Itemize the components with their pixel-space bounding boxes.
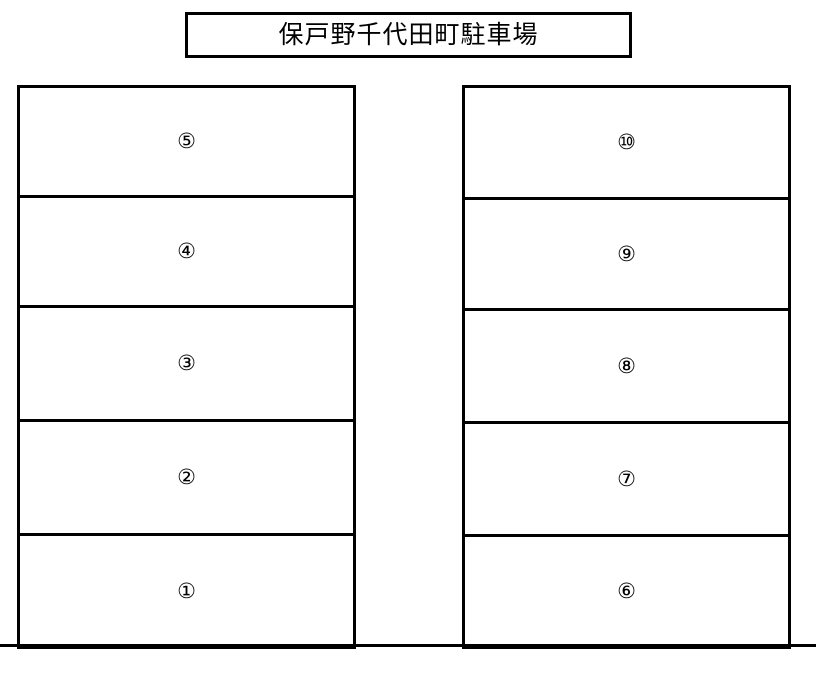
stall-label: ⑥ [617, 580, 636, 603]
parking-stall-9[interactable]: ⑨ [465, 200, 788, 311]
parking-stall-8[interactable]: ⑧ [465, 311, 788, 424]
parking-stall-10[interactable]: ⑩ [465, 88, 788, 200]
parking-stall-3[interactable]: ③ [20, 308, 353, 422]
parking-stall-4[interactable]: ④ [20, 198, 353, 308]
right-parking-block: ⑩ ⑨ ⑧ ⑦ ⑥ [462, 85, 791, 649]
parking-stall-7[interactable]: ⑦ [465, 424, 788, 537]
stall-label: ④ [177, 240, 196, 263]
page-title: 保戸野千代田町駐車場 [278, 20, 539, 49]
stall-label: ⑨ [617, 242, 636, 266]
stall-label: ② [177, 466, 196, 489]
title-box: 保戸野千代田町駐車場 [185, 12, 632, 58]
stall-label: ③ [177, 352, 196, 375]
stall-label: ⑧ [617, 354, 636, 378]
stall-label: ① [177, 579, 196, 603]
parking-stall-2[interactable]: ② [20, 422, 353, 536]
parking-stall-6[interactable]: ⑥ [465, 537, 788, 646]
stall-label: ⑤ [177, 130, 196, 153]
stall-label: ⑦ [617, 467, 636, 491]
road-edge-line [0, 644, 816, 647]
left-parking-block: ⑤ ④ ③ ② ① [17, 85, 356, 649]
parking-stall-5[interactable]: ⑤ [20, 88, 353, 198]
stall-label: ⑩ [617, 131, 636, 154]
parking-stall-1[interactable]: ① [20, 536, 353, 646]
